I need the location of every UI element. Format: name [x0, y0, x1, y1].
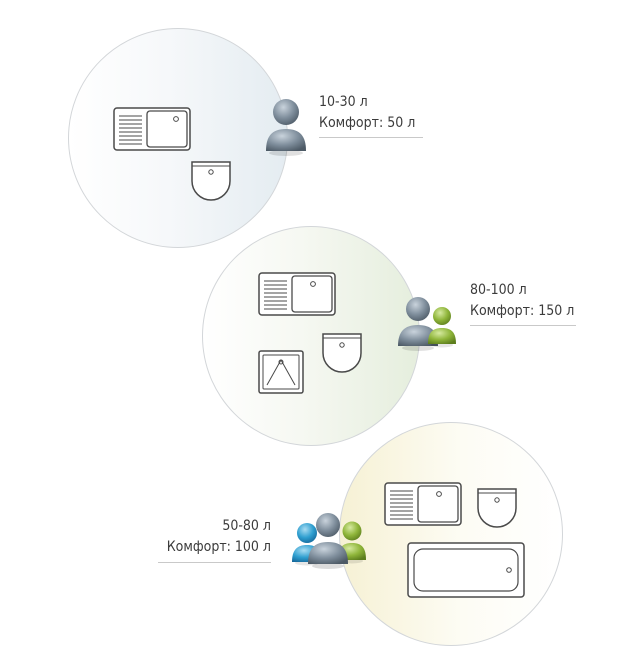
sink-icon [258, 272, 336, 316]
bathtub-icon [407, 542, 525, 598]
person-icon [398, 297, 438, 351]
scenario-3-label: 50-80 л Комфорт: 100 л [158, 516, 271, 558]
person-icon [308, 513, 348, 569]
scenario-2-circle [202, 226, 420, 446]
washbasin-icon [477, 488, 517, 528]
scenario-3-volume: 50-80 л [222, 518, 271, 534]
scenario-3-circle [339, 422, 563, 646]
sink-icon [384, 482, 462, 526]
shower-tray-icon [258, 350, 304, 394]
scenario-1-underline [319, 137, 423, 138]
scenario-2-label: 80-100 л Комфорт: 150 л [470, 280, 574, 322]
person-icon [266, 99, 306, 156]
person-icon [292, 523, 322, 566]
washbasin-icon [191, 161, 231, 201]
washbasin-icon [322, 333, 362, 373]
person-icon [428, 307, 456, 348]
scenario-1-comfort: Комфорт: 50 л [319, 115, 416, 131]
scenario-2-comfort: Комфорт: 150 л [470, 303, 575, 319]
scenario-3-underline [158, 562, 271, 563]
scenario-2-underline [470, 325, 576, 326]
scenario-1-volume: 10-30 л [319, 94, 368, 110]
scenario-1-label: 10-30 л Комфорт: 50 л [319, 92, 415, 134]
scenario-3-comfort: Комфорт: 100 л [166, 539, 271, 555]
scenario-2-volume: 80-100 л [470, 282, 527, 298]
sink-icon [113, 107, 191, 151]
